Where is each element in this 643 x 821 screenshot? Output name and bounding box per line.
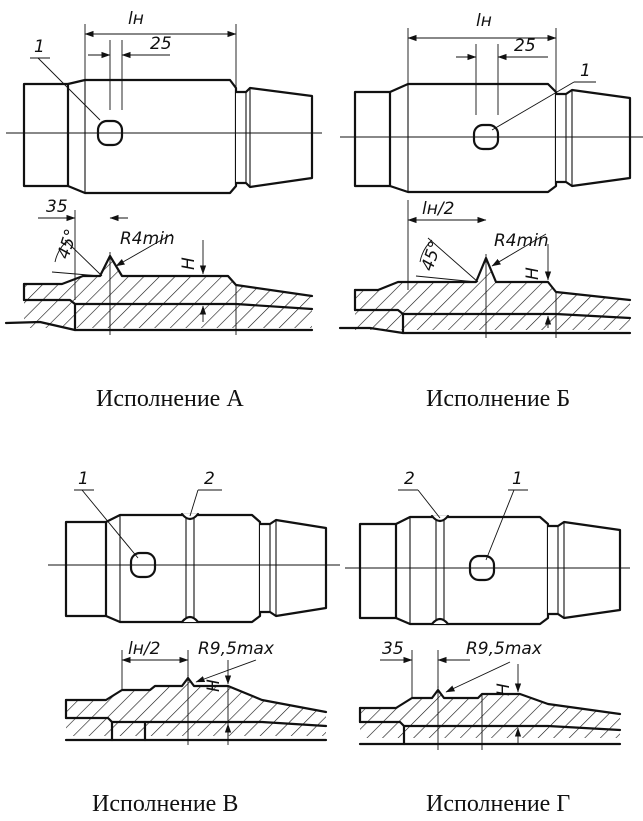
variant-a: lн 25 1 35 45° R4min H — [4, 9, 322, 335]
variant-v-callout-2: 2 — [204, 469, 215, 489]
variant-v-caption: Исполнение В — [92, 791, 238, 817]
variant-b-callout-1: 1 — [580, 61, 591, 81]
variant-b-side-view — [340, 82, 643, 194]
variant-a-35-label: 35 — [46, 197, 68, 217]
variant-g-radius-label: R9,5max — [466, 639, 543, 659]
variant-v: lн/2 R9,5max H 1 2 — [48, 469, 340, 745]
variant-v-side-view — [48, 512, 340, 624]
variant-g-caption: Исполнение Г — [426, 791, 570, 817]
variant-g-h-label: H — [494, 683, 514, 696]
variant-b: lн 25 1 lн/2 45° R4min H — [338, 11, 643, 338]
variant-g: 35 R9,5max H 2 1 — [345, 469, 630, 750]
variant-v-lhalf-label: lн/2 — [128, 639, 160, 659]
variant-v-section — [64, 675, 328, 745]
variant-a-radius-label: R4min — [120, 229, 175, 249]
variant-a-caption: Исполнение А — [96, 386, 244, 412]
variant-g-dimensions: 35 R9,5max H 2 1 — [380, 469, 543, 744]
variant-g-side-view — [345, 514, 630, 626]
variant-g-callout-2: 2 — [404, 469, 415, 489]
variant-a-ln-label: lн — [128, 9, 144, 29]
variant-b-25-label: 25 — [514, 36, 536, 56]
variant-a-25-label: 25 — [150, 34, 172, 54]
variant-b-radius-label: R4min — [494, 231, 549, 251]
variant-v-h-label: H — [204, 679, 224, 692]
variant-b-lhalf-label: lн/2 — [422, 199, 454, 219]
variant-a-section — [4, 252, 314, 335]
variant-v-dimensions: lн/2 R9,5max H 1 2 — [74, 469, 275, 740]
variant-a-side-view — [6, 78, 322, 195]
variant-v-radius-label: R9,5max — [198, 639, 275, 659]
variant-a-h-label: H — [179, 257, 199, 270]
variant-b-h-label: H — [523, 267, 543, 280]
variant-g-callout-1: 1 — [512, 469, 523, 489]
variant-b-section — [338, 254, 632, 338]
variant-a-angle-label: 45° — [54, 227, 82, 262]
variant-g-35-label: 35 — [382, 639, 404, 659]
variant-b-ln-label: lн — [476, 11, 492, 31]
variant-b-caption: Исполнение Б — [426, 386, 570, 412]
variant-a-callout-1: 1 — [34, 37, 45, 57]
variant-b-angle-label: 45° — [418, 239, 446, 274]
variant-v-callout-1: 1 — [78, 469, 89, 489]
variant-g-section — [358, 686, 622, 750]
